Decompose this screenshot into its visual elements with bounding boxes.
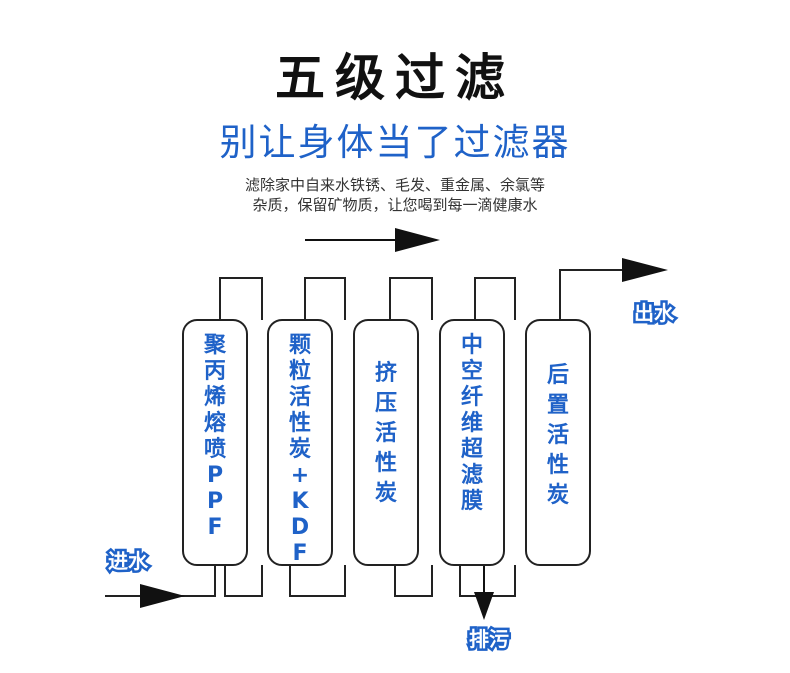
- filter-cartridge-5-label: 后置活性炭: [547, 363, 569, 508]
- svg-text:排污: 排污: [469, 627, 509, 651]
- description-line-1: 滤除家中自来水铁锈、毛发、重金属、余氯等: [244, 176, 545, 194]
- inlet-label: 进水: [106, 547, 152, 576]
- svg-text:进水: 进水: [108, 549, 149, 573]
- filter-cartridge-4: 中空纤维超滤膜: [439, 319, 505, 566]
- pipe-network: [105, 269, 628, 597]
- page-subtitle: 别让身体当了过滤器: [219, 121, 571, 164]
- description-line-2: 杂质，保留矿物质，让您喝到每一滴健康水: [252, 196, 538, 214]
- drain-arrow: [474, 565, 494, 620]
- filter-cartridge-3-label: 挤压活性炭: [375, 360, 398, 506]
- page-title: 五级过滤: [275, 49, 515, 107]
- outlet-arrow-head: [622, 258, 668, 282]
- svg-text:出水: 出水: [634, 301, 675, 325]
- filter-cartridge-3: 挤压活性炭: [353, 319, 419, 566]
- drain-label: 排污: [467, 625, 512, 654]
- outlet-label: 出水: [632, 299, 678, 328]
- filter-cartridge-5: 后置活性炭: [525, 319, 591, 566]
- filter-cartridge-4-label: 中空纤维超滤膜: [461, 333, 484, 514]
- inlet-arrow-head: [140, 584, 185, 608]
- flow-direction-arrow: [305, 228, 440, 252]
